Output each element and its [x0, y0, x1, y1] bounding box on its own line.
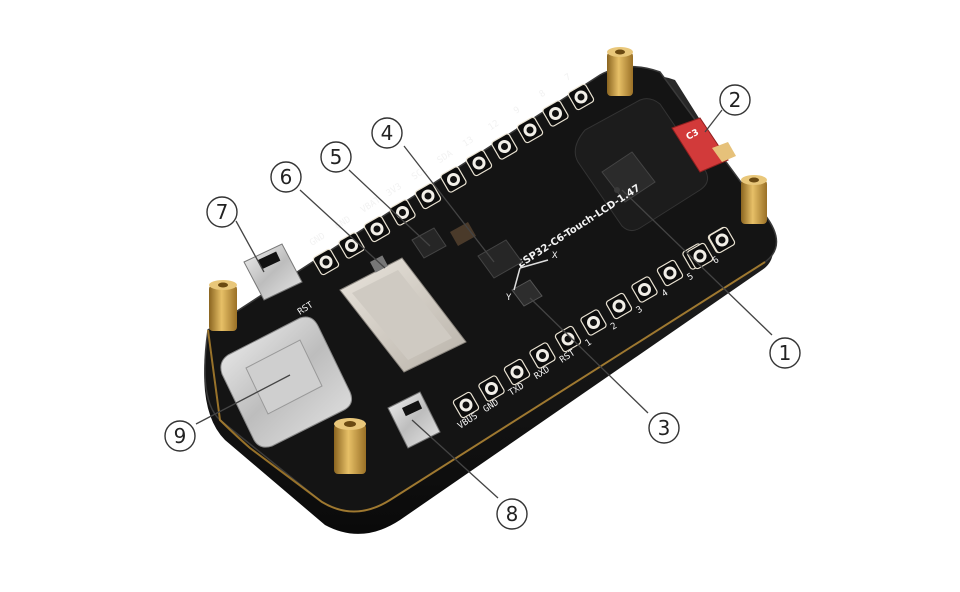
top-pin-hole: [567, 83, 595, 111]
callout-7: 7: [206, 196, 238, 228]
top-pin-hole: [440, 166, 467, 193]
top-pin-hole: [491, 133, 518, 160]
component-5: [411, 222, 476, 259]
callout-number: 8: [506, 502, 519, 526]
top-pin-label: 7: [563, 72, 573, 83]
callout-6: 6: [270, 161, 302, 193]
callout-number: 2: [729, 88, 742, 112]
side-pin-header: [686, 226, 736, 270]
callout-1: 1: [769, 337, 801, 369]
chip-4: [477, 239, 523, 279]
standoff-right: [741, 175, 767, 224]
callout-number: 5: [330, 145, 343, 169]
bottom-pin-hole: [503, 358, 531, 386]
bottom-pin-hole: [478, 375, 505, 402]
top-pin-header: [312, 83, 595, 276]
callout-2: 2: [719, 84, 751, 116]
callout-number: 7: [216, 200, 229, 224]
top-pin-label: SDA: [436, 148, 456, 166]
standoff-bottom: [334, 418, 366, 474]
callout-number: 6: [280, 165, 293, 189]
brass-standoffs: [209, 47, 767, 474]
top-pin-hole: [414, 182, 442, 210]
bottom-pin-hole: [656, 259, 684, 287]
callout-9: 9: [164, 420, 196, 452]
top-pin-hole: [465, 149, 493, 177]
top-pin-hole: [516, 116, 544, 144]
top-pin-label: 12: [487, 119, 502, 133]
bottom-pin-label: 5: [686, 272, 696, 283]
axis-y-label: Y: [506, 293, 512, 303]
bottom-pin-hole: [452, 391, 480, 419]
top-pin-label: 8: [538, 89, 548, 100]
bottom-pin-hole: [631, 276, 658, 303]
microsd-slot: [339, 255, 467, 373]
top-pin-label: GND: [308, 231, 327, 248]
top-pin-label: 3V3: [385, 182, 404, 199]
callout-number: 9: [174, 424, 187, 448]
callout-number: 3: [658, 416, 671, 440]
side-pin-hole: [686, 242, 714, 270]
standoff-top: [607, 47, 633, 96]
bottom-pin-label: 1: [584, 338, 594, 349]
top-pin-hole: [312, 248, 340, 276]
sensor-chip-3: X Y: [506, 251, 558, 307]
bottom-pin-label: 6: [711, 255, 721, 266]
standoff-left: [209, 280, 237, 331]
callout-lines: [195, 109, 773, 499]
bottom-pin-hole: [580, 309, 607, 336]
callout-8: 8: [496, 498, 528, 530]
top-pin-hole: [338, 232, 365, 259]
bottom-pin-hole: [605, 292, 633, 320]
axis-x-label: X: [552, 251, 558, 261]
callout-3: 3: [648, 412, 680, 444]
usb-c-port: [220, 316, 352, 448]
callout-4: 4: [371, 117, 403, 149]
top-pin-hole: [363, 215, 391, 243]
bottom-pin-label: 2: [609, 321, 619, 332]
side-pin-hole: [708, 226, 736, 254]
top-pin-hole: [389, 199, 416, 226]
callout-number: 1: [779, 341, 792, 365]
ceramic-antenna: C3: [671, 117, 736, 173]
top-pin-label: 13: [461, 135, 476, 149]
bottom-pin-hole: [529, 342, 556, 369]
bottom-pin-label: 3: [635, 305, 645, 316]
callout-number: 4: [381, 121, 394, 145]
top-pin-label: 9: [512, 105, 522, 116]
callout-5: 5: [320, 141, 352, 173]
bottom-pin-label: 4: [660, 288, 670, 299]
top-pin-hole: [542, 100, 569, 127]
